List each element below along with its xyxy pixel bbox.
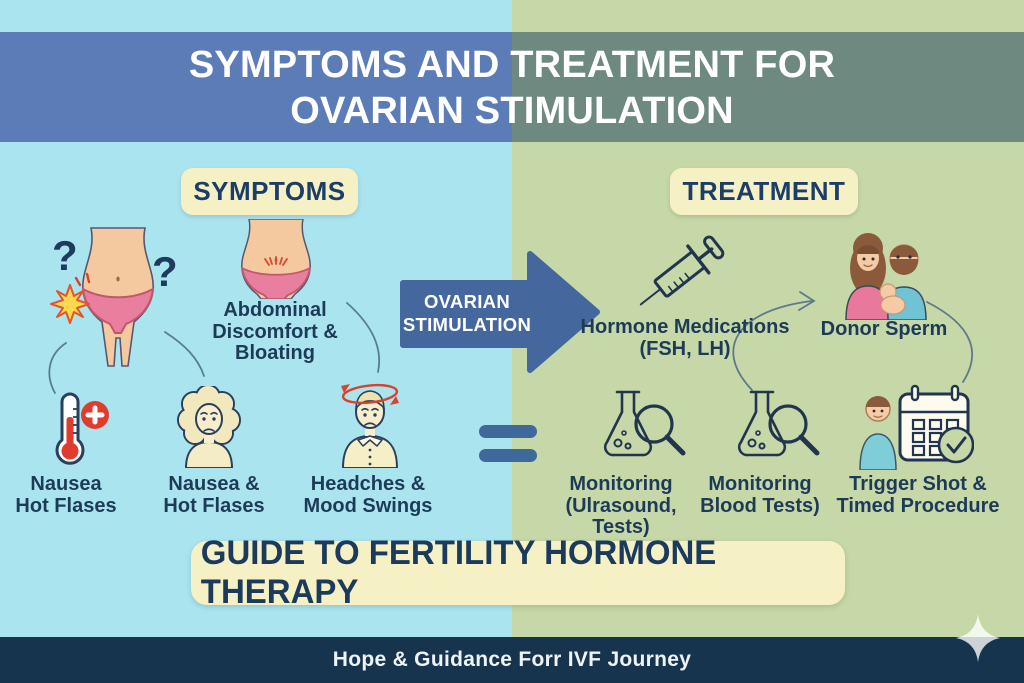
sparkle-icon [956,614,1000,662]
treatment-label-trigger-shot: Trigger Shot & Timed Procedure [836,473,1000,517]
symptoms-heading: SYMPTOMS [181,168,358,215]
guide-banner: GUIDE TO FERTILITY HORMONE THERAPY [191,534,845,611]
equals-bar-top [479,425,537,438]
arrow-label-line2: STIMULATION [402,314,532,335]
flask-magnifier-icon [603,390,686,457]
page-title-line1: SYMPTOMS AND TREATMENT FOR [188,44,836,86]
treatment-label-monitoring-blood: Monitoring Blood Tests) [700,473,820,517]
page-title-line2: OVARIAN STIMULATION [290,90,734,132]
header-band-right [512,32,1024,142]
thermometer-icon [55,392,109,465]
symptom-label-abdominal: Abdominal Discomfort & Bloating [212,299,338,364]
symptom-label-nausea: Nausea Hot Flases [15,473,117,517]
footer-bar: Hope & Guidance Forr IVF Journey [0,637,1024,683]
equals-bar-bottom [479,449,537,462]
symptom-label-headaches: Headches & Mood Swings [303,473,433,517]
page-title: SYMPTOMS AND TREATMENT FOR OVARIAN STIMU… [0,42,1024,134]
ovarian-stimulation-arrow [400,251,600,373]
person-calendar-icon [859,384,974,470]
header-band-left [0,32,512,142]
ovarian-stimulation-arrow-label: OVARIAN STIMULATION [402,290,532,336]
guide-banner-text: GUIDE TO FERTILITY HORMONE THERAPY [200,534,717,611]
question-mark-right: ? [152,248,178,295]
syringe-icon [639,235,725,306]
question-mark-left: ? [52,232,78,279]
family-icon [845,233,927,320]
woman-icon [177,386,241,468]
arrow-label-line1: OVARIAN [423,291,511,312]
symptom-label-nausea-hot-flashes: Nausea & Hot Flases [163,473,265,517]
treatment-label-monitoring-ultrasound: Monitoring (Ulrasound, Tests) [565,473,677,538]
footer-text: Hope & Guidance Forr IVF Journey [332,648,692,671]
treatment-label-hormone-medications: Hormone Medications (FSH, LH) [580,316,790,360]
equals-sign [479,425,537,463]
dizzy-man-icon [341,383,399,468]
treatment-heading: TREATMENT [670,168,858,215]
abdomen-icon [240,219,312,299]
flask-magnifier-icon [737,390,820,457]
treatment-label-donor-sperm: Donor Sperm [820,318,948,340]
abdomen-pain-icon: ? ? [50,227,178,367]
